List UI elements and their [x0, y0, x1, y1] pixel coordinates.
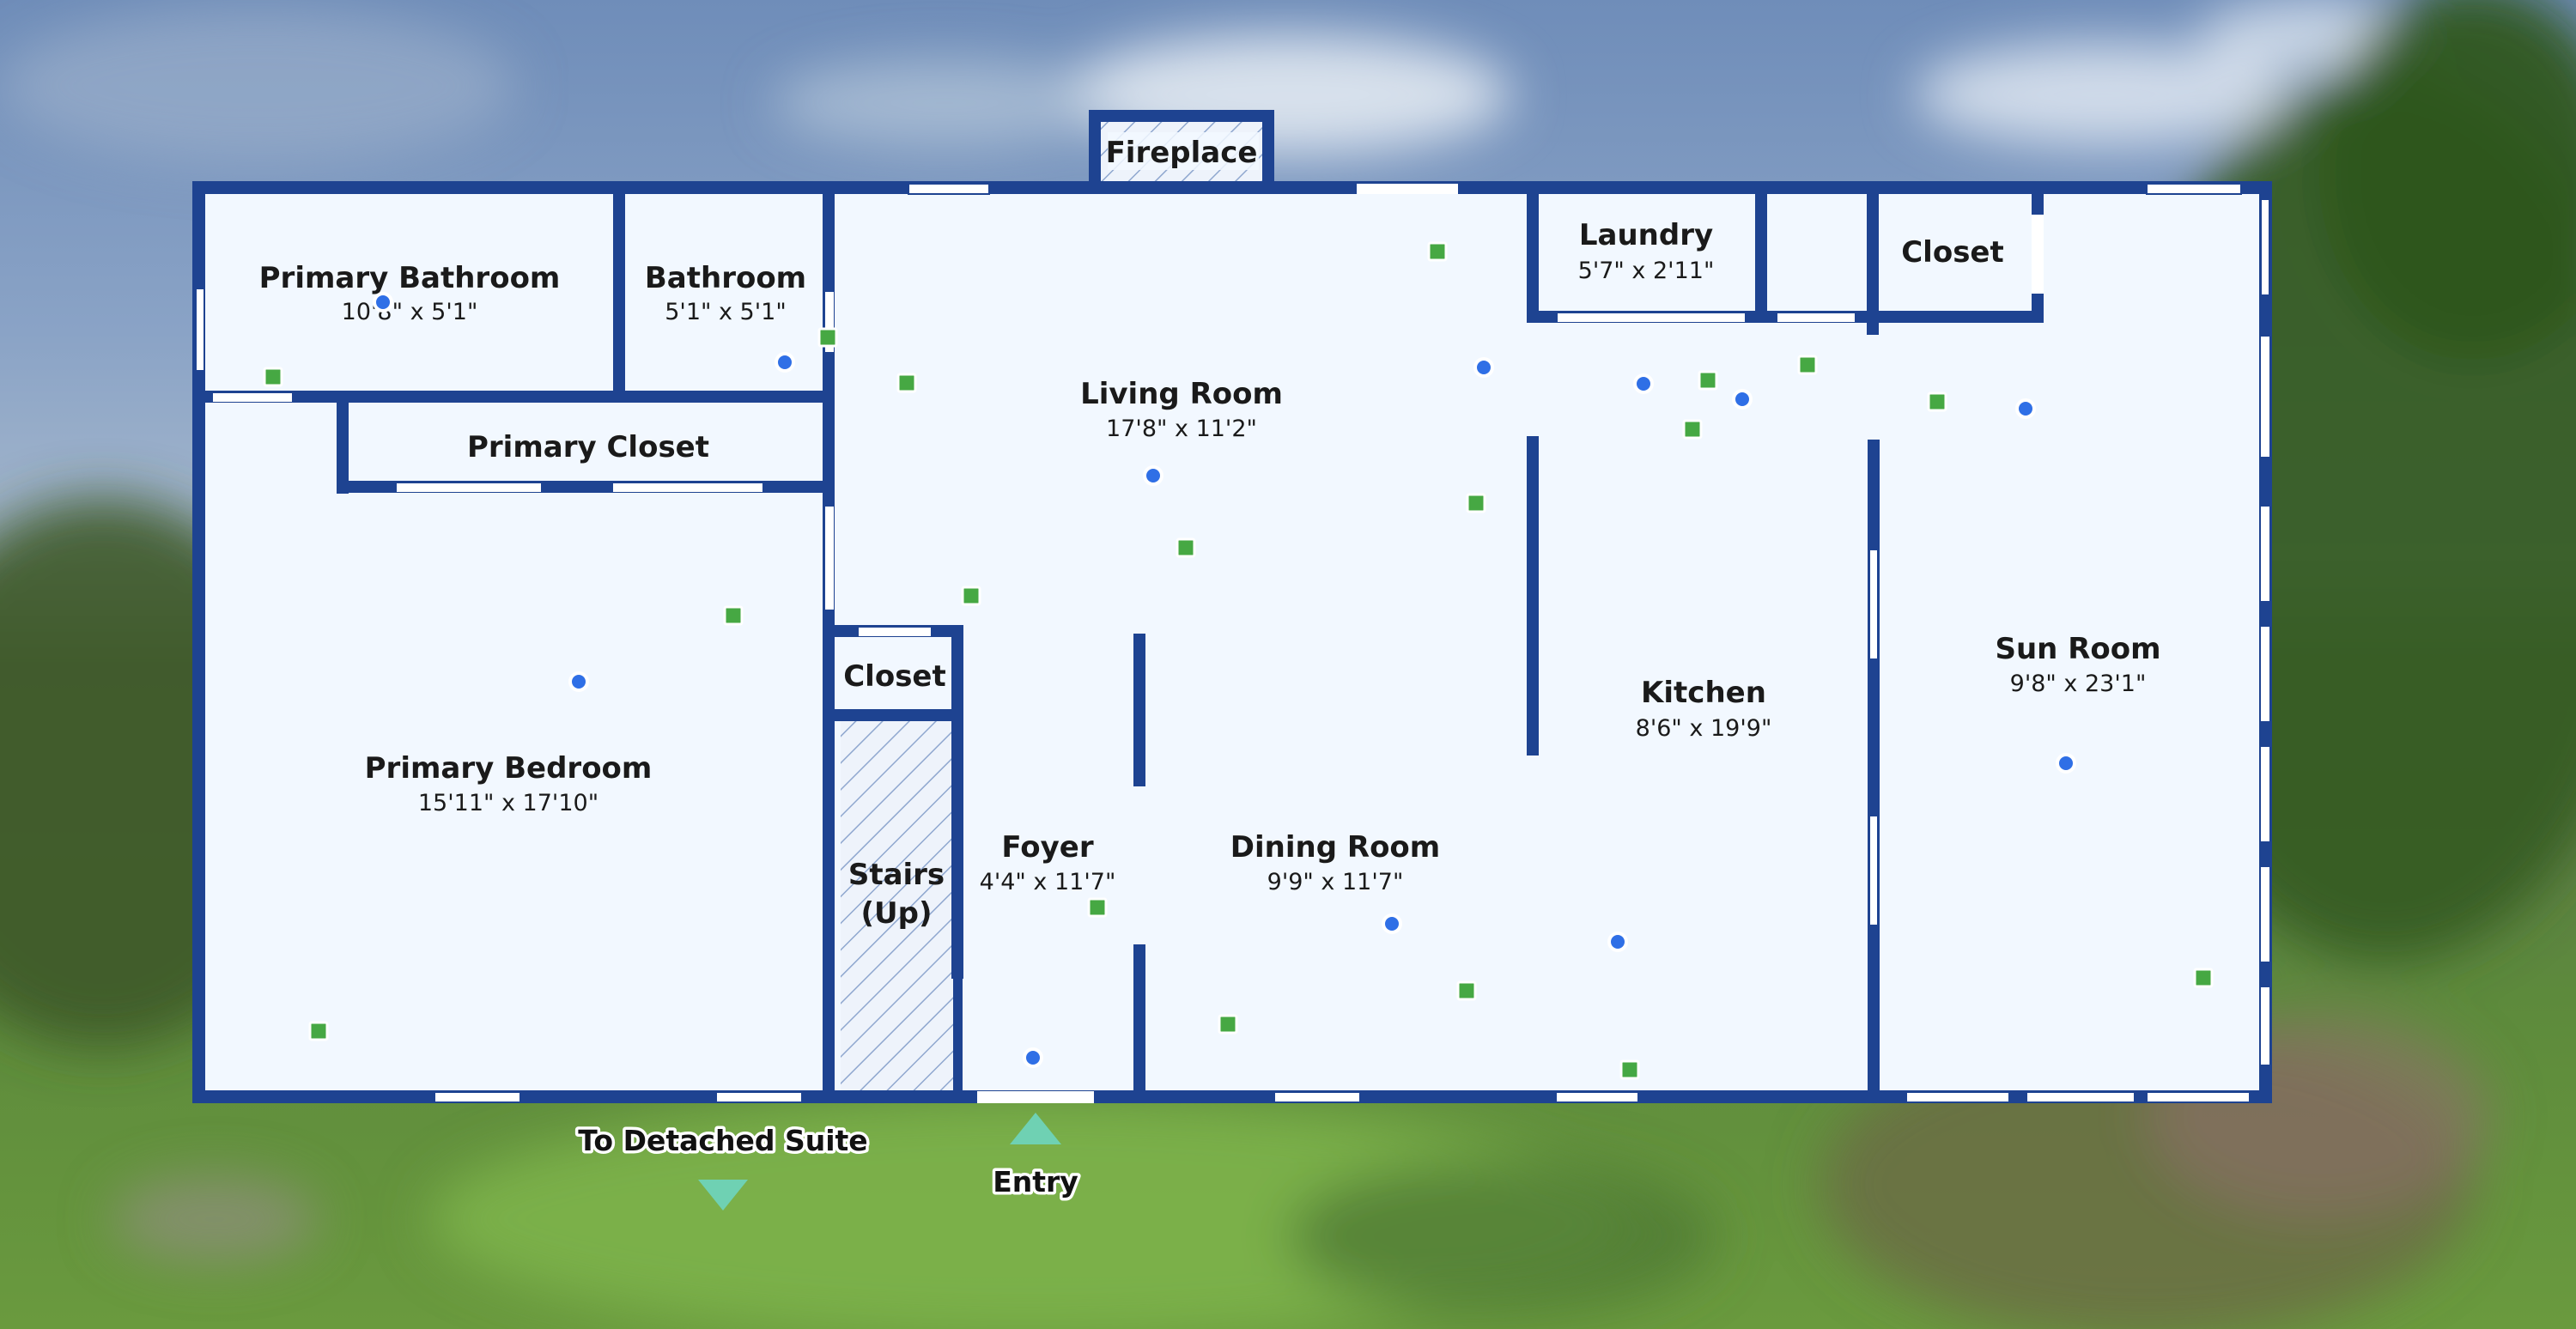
room-closet-top[interactable]: Closet [1901, 235, 2004, 270]
photo-marker[interactable] [2193, 968, 2214, 988]
camera-marker[interactable] [2015, 398, 2036, 419]
room-living-room[interactable]: Living Room 17'8" x 11'2" [1080, 377, 1283, 442]
photo-marker[interactable] [1427, 241, 1448, 262]
camera-marker[interactable] [2056, 753, 2076, 774]
stairs-area[interactable] [841, 721, 963, 1094]
photo-marker[interactable] [1176, 537, 1196, 558]
room-dining-room[interactable]: Dining Room 9'9" x 11'7" [1230, 830, 1440, 895]
photo-marker[interactable] [817, 327, 838, 348]
room-name: Foyer [1001, 830, 1093, 865]
detached-suite-label: To Detached Suite [578, 1124, 867, 1157]
camera-marker[interactable] [1607, 932, 1628, 952]
room-primary-bedroom[interactable]: Primary Bedroom 15'11" x 17'10" [365, 751, 653, 816]
room-name: Kitchen [1641, 676, 1766, 710]
photo-marker[interactable] [1087, 897, 1108, 918]
camera-marker[interactable] [568, 671, 589, 692]
camera-marker[interactable] [1143, 465, 1163, 486]
room-name: Sun Room [1995, 632, 2160, 666]
photo-marker[interactable] [1466, 493, 1486, 513]
camera-marker[interactable] [373, 292, 393, 313]
room-fireplace[interactable]: Fireplace [1106, 132, 1259, 170]
photo-marker[interactable] [308, 1021, 329, 1041]
room-stairs[interactable]: Stairs (Up) [848, 858, 945, 931]
camera-markers [373, 292, 2076, 1068]
room-sun-room[interactable]: Sun Room 9'8" x 23'1" [1995, 632, 2160, 697]
room-name: Living Room [1080, 377, 1283, 411]
room-dimensions: 5'7" x 2'11" [1578, 258, 1715, 284]
camera-marker[interactable] [1473, 357, 1494, 378]
room-name: Fireplace [1106, 136, 1258, 170]
arrow-down-icon[interactable] [698, 1180, 748, 1211]
floor-area [197, 187, 2267, 1096]
photo-marker[interactable] [1456, 980, 1477, 1001]
room-kitchen[interactable]: Kitchen 8'6" x 19'9" [1636, 676, 1772, 742]
room-dimensions: 8'6" x 19'9" [1636, 715, 1772, 742]
camera-marker[interactable] [1382, 913, 1402, 934]
entry-link[interactable]: Entry [990, 1113, 1081, 1202]
room-name-line2: (Up) [860, 896, 932, 931]
photo-marker[interactable] [723, 605, 744, 626]
camera-marker[interactable] [1023, 1047, 1043, 1068]
room-name: Primary Closet [467, 430, 709, 464]
photo-marker[interactable] [263, 367, 283, 387]
room-name: Closet [843, 659, 946, 694]
room-name-line1: Stairs [848, 858, 945, 892]
room-foyer[interactable]: Foyer 4'4" x 11'7" [980, 830, 1116, 895]
photo-marker[interactable] [961, 586, 981, 606]
photo-marker[interactable] [896, 373, 917, 393]
photo-marker[interactable] [1797, 355, 1818, 375]
room-dimensions: 15'11" x 17'10" [418, 790, 598, 816]
room-name: Primary Bathroom [259, 261, 561, 295]
windows [195, 183, 2270, 1103]
photo-marker[interactable] [1698, 370, 1718, 391]
camera-marker[interactable] [775, 352, 795, 373]
detached-suite-link[interactable]: To Detached Suite [575, 1121, 871, 1211]
room-dimensions: 9'8" x 23'1" [2010, 671, 2147, 697]
room-name: Primary Bedroom [365, 751, 653, 786]
room-dimensions: 10'8" x 5'1" [342, 299, 478, 325]
photo-markers [263, 241, 2214, 1080]
room-dimensions: 4'4" x 11'7" [980, 869, 1116, 895]
photo-marker[interactable] [1619, 1059, 1640, 1080]
room-laundry[interactable]: Laundry 5'7" x 2'11" [1578, 218, 1715, 284]
photo-marker[interactable] [1682, 419, 1703, 440]
entry-label: Entry [993, 1165, 1078, 1199]
room-dimensions: 9'9" x 11'7" [1267, 869, 1404, 895]
room-primary-closet[interactable]: Primary Closet [467, 430, 709, 464]
room-name: Laundry [1579, 218, 1713, 252]
room-primary-bathroom[interactable]: Primary Bathroom 10'8" x 5'1" [259, 261, 561, 325]
room-name: Bathroom [645, 261, 806, 295]
room-dimensions: 17'8" x 11'2" [1106, 416, 1257, 442]
photo-marker[interactable] [1218, 1014, 1238, 1035]
arrow-up-icon[interactable] [1010, 1113, 1061, 1144]
photo-marker[interactable] [1927, 391, 1947, 412]
camera-marker[interactable] [1732, 389, 1753, 410]
room-dimensions: 5'1" x 5'1" [665, 299, 787, 325]
camera-marker[interactable] [1633, 373, 1654, 394]
room-name: Dining Room [1230, 830, 1440, 865]
room-name: Closet [1901, 235, 2004, 270]
room-bathroom[interactable]: Bathroom 5'1" x 5'1" [645, 261, 806, 325]
room-closet-small[interactable]: Closet [843, 659, 946, 694]
